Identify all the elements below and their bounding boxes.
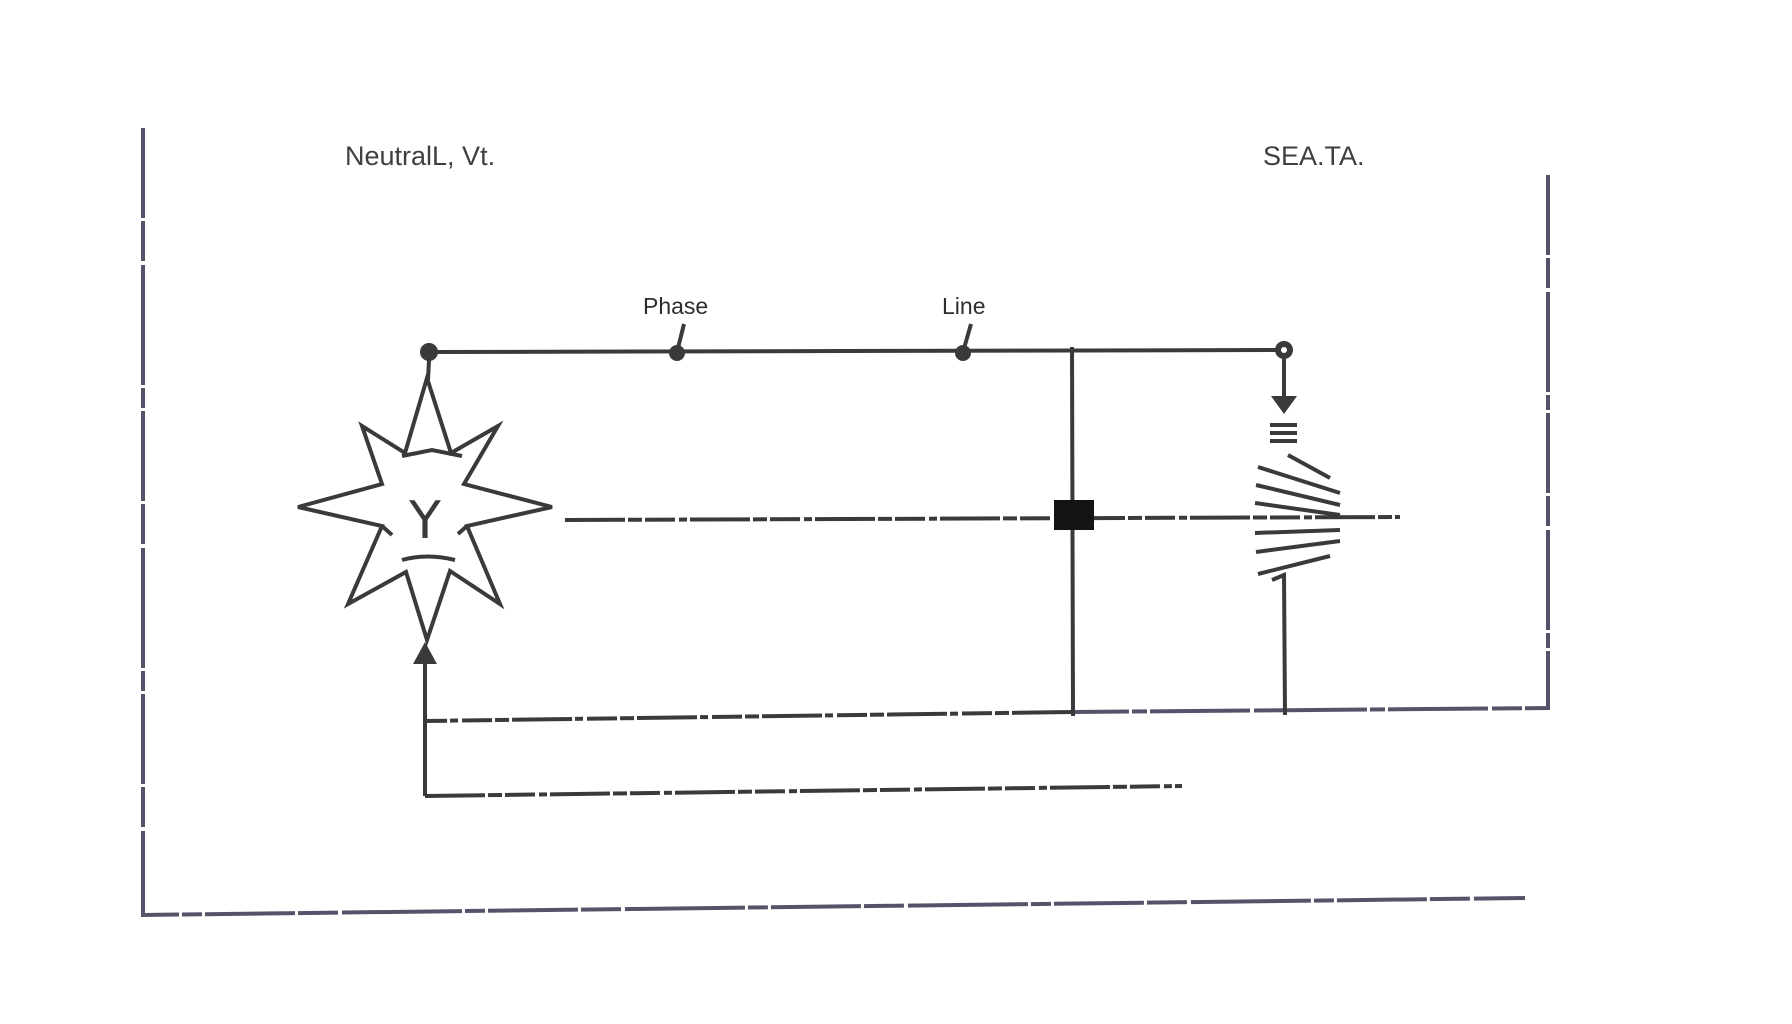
arrow-up-icon	[413, 642, 437, 664]
right-terminal	[1271, 341, 1297, 414]
star-symbol: Y	[408, 491, 441, 551]
bottom-return	[413, 642, 1073, 723]
line-node	[955, 345, 971, 361]
coil-spring-icon	[1254, 423, 1341, 716]
left-title: NeutralL, Vt.	[345, 141, 495, 171]
right-title: SEA.TA.	[1263, 141, 1365, 171]
middle-line	[564, 515, 1401, 522]
filled-square-icon	[1054, 500, 1094, 530]
line-label: Line	[942, 293, 985, 319]
feedback-line	[423, 721, 1183, 798]
eight-point-star-icon: Y	[297, 371, 553, 647]
phase-tap: Phase	[643, 293, 708, 361]
phase-node	[669, 345, 685, 361]
outer-frame	[141, 128, 1526, 918]
line-tap: Line	[942, 293, 985, 361]
junction-vertical	[1054, 346, 1094, 717]
arrow-down-icon	[1271, 396, 1297, 414]
right-frame	[1074, 175, 1550, 714]
source-terminal-dot	[420, 343, 438, 361]
top-bus	[420, 343, 1285, 361]
phase-label: Phase	[643, 293, 708, 319]
